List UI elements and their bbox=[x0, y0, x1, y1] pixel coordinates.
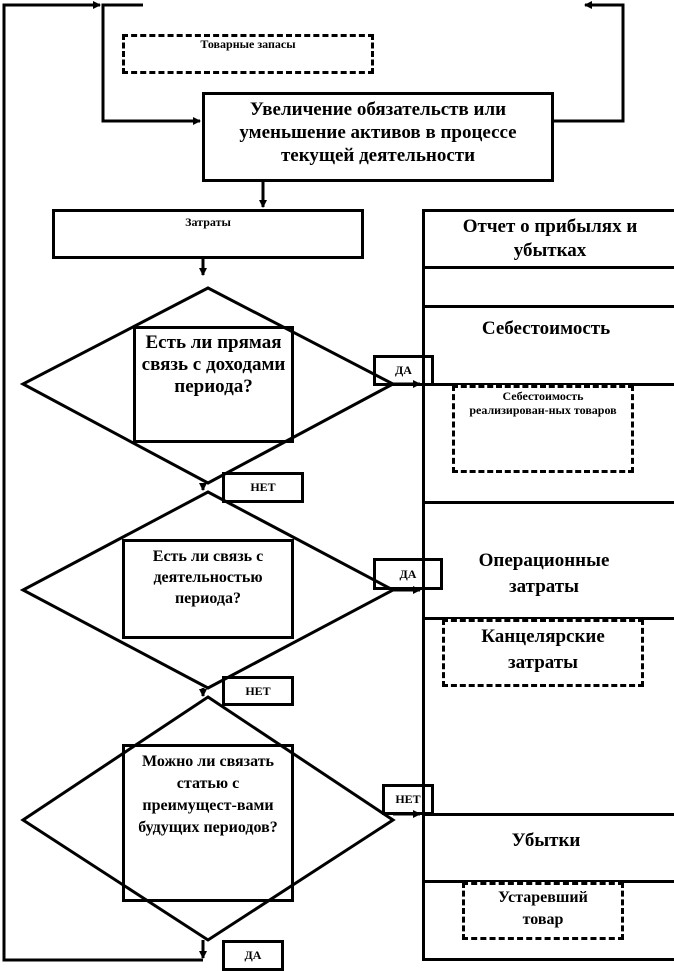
report-divider bbox=[422, 813, 674, 816]
report-section-cogs-heading: Себестоимость bbox=[481, 318, 611, 339]
report-divider bbox=[422, 880, 674, 883]
report-divider bbox=[422, 305, 674, 308]
report-frame bbox=[422, 209, 674, 961]
report-item-opex: Канцелярские затраты bbox=[481, 626, 605, 673]
decision-2-question: Есть ли связь с деятельностью периода? bbox=[152, 548, 264, 607]
report-divider bbox=[422, 501, 674, 504]
decision-1-no-tag: НЕТ bbox=[222, 472, 304, 503]
report-divider bbox=[422, 383, 674, 386]
report-item-opex-box bbox=[442, 619, 644, 687]
report-section-opex-heading: Операционные затраты bbox=[478, 550, 610, 598]
process-to-top-right-connector bbox=[553, 1, 625, 123]
main-process-box bbox=[202, 92, 554, 182]
report-divider bbox=[422, 617, 674, 620]
decision-3-question: Можно ли связать статью с преимущест-вам… bbox=[138, 753, 278, 836]
decision-3-yes-label: ДА bbox=[244, 948, 262, 962]
main-process-label: Увеличение обязательств или уменьшение а… bbox=[239, 99, 517, 166]
report-item-cogs-box bbox=[452, 385, 634, 473]
report-item-losses-box bbox=[462, 882, 624, 940]
report-section-losses-heading: Убытки bbox=[511, 830, 581, 851]
report-item-losses: Устаревший товар bbox=[498, 889, 588, 928]
decision-1-diamond bbox=[19, 286, 397, 485]
decision-2-no-tag: НЕТ bbox=[222, 676, 294, 706]
inventory-box bbox=[122, 34, 374, 74]
costs-label: Затраты bbox=[185, 215, 231, 229]
decision-2-yes-tag: ДА bbox=[373, 558, 443, 590]
decision-2-no-label: НЕТ bbox=[245, 684, 271, 698]
decision-1-yes-tag: ДА bbox=[373, 355, 434, 386]
inventory-label: Товарные запасы bbox=[200, 37, 296, 51]
decision-3-diamond bbox=[20, 695, 396, 942]
decision-1-question-box bbox=[133, 326, 294, 443]
costs-box bbox=[52, 209, 364, 259]
decision-3-yes-tag: ДА bbox=[222, 940, 284, 971]
decision-2-question-box bbox=[122, 539, 294, 639]
report-item-cogs: Себестоимость реализирован-ных товаров bbox=[469, 389, 617, 417]
report-divider bbox=[422, 266, 674, 269]
decision-2-diamond bbox=[19, 490, 397, 690]
decision-2-yes-label: ДА bbox=[399, 567, 417, 581]
loop-back-left-connector bbox=[2, 1, 203, 962]
decision-3-no-tag: НЕТ bbox=[382, 784, 434, 815]
decision-1-question: Есть ли прямая связь с доходами периода? bbox=[141, 332, 286, 398]
decision-1-yes-label: ДА bbox=[395, 363, 412, 377]
inventory-to-process-connector bbox=[101, 3, 201, 125]
report-title: Отчет о прибылях и убытках bbox=[462, 216, 638, 261]
decision-1-no-label: НЕТ bbox=[250, 480, 276, 494]
decision-3-question-box bbox=[122, 744, 294, 902]
decision-3-no-label: НЕТ bbox=[395, 792, 421, 806]
